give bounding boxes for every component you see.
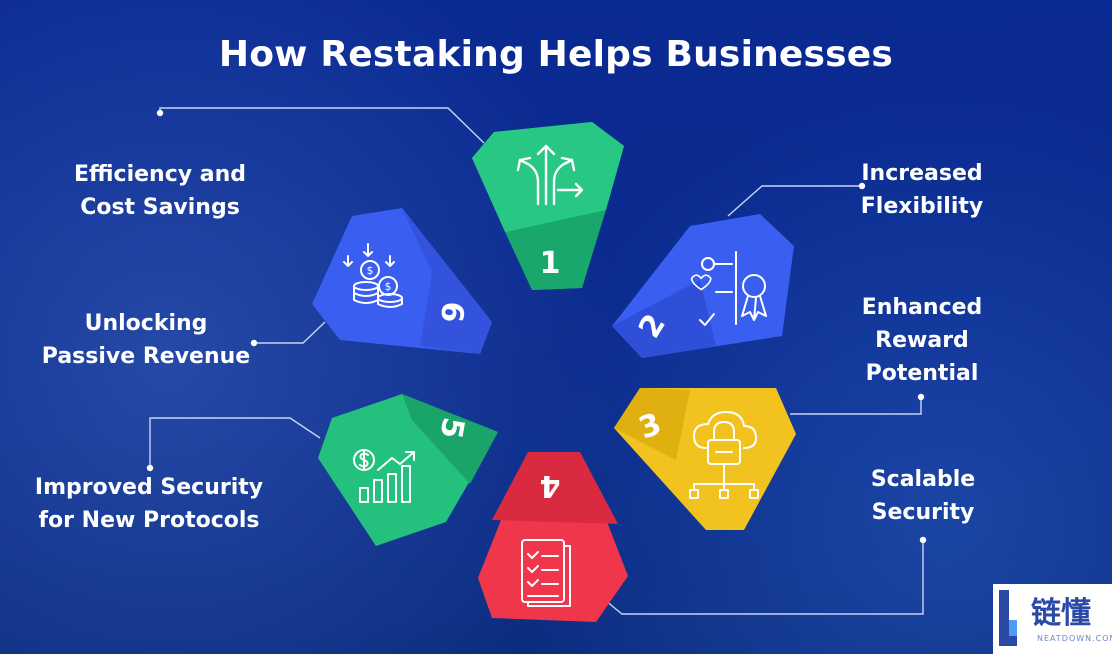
label-efficiency-line2: Cost Savings [80, 195, 240, 220]
settings-award-icon [690, 251, 767, 326]
page-title: How Restaking Helps Businesses [218, 34, 894, 75]
label-passive-revenue: Unlocking Passive Revenue [40, 307, 252, 373]
segment-2: 2 [612, 214, 794, 358]
split-arrows-icon [516, 144, 584, 206]
segment-4-number: 4 [540, 468, 561, 503]
connector-4 [599, 540, 924, 615]
segment-3: 3 [614, 388, 796, 530]
label-scalable-line1: Scalable [870, 467, 976, 492]
label-security-line1: Improved Security [34, 475, 264, 500]
label-reward-line2: Reward [875, 328, 969, 353]
segment-5: 5 [318, 394, 498, 546]
segment-1: 1 [472, 122, 624, 290]
label-security-line2: for New Protocols [38, 508, 260, 533]
connector-dots [146, 109, 927, 544]
label-passive-line2: Passive Revenue [41, 344, 251, 369]
connector-2 [727, 185, 862, 217]
logo-text: 链懂 [1031, 596, 1091, 631]
coins-stack-icon: $ $ [343, 243, 403, 308]
label-security: Improved Security for New Protocols [30, 471, 268, 537]
label-scalable: Scalable Security [852, 463, 994, 529]
svg-text:$: $ [385, 280, 392, 293]
connector-6 [254, 321, 326, 344]
connector-1 [159, 107, 485, 144]
neatdown-logo: 链懂 NEATDOWN.COM [993, 584, 1112, 654]
label-flexibility-line1: Increased [861, 161, 983, 186]
label-scalable-line2: Security [871, 500, 975, 525]
svg-text:$: $ [367, 264, 374, 277]
checklist-icon [521, 539, 571, 607]
connector-3 [790, 397, 922, 415]
label-reward-line3: Potential [865, 361, 979, 386]
logo-subtext: NEATDOWN.COM [1037, 634, 1112, 643]
label-reward: Enhanced Reward Potential [852, 291, 992, 390]
connector-5 [149, 417, 321, 468]
segment-6-number: 6 [433, 300, 470, 324]
label-efficiency: Efficiency and Cost Savings [60, 158, 260, 224]
growth-chart-icon [353, 449, 415, 503]
cloud-lock-network-icon [689, 411, 759, 499]
segment-1-number: 1 [540, 246, 561, 281]
segment-6: $ $ 6 [312, 208, 492, 354]
label-efficiency-line1: Efficiency and [73, 162, 247, 187]
label-flexibility-line2: Flexibility [860, 194, 984, 219]
logo-l-mark [999, 590, 1017, 646]
segment-4: 4 [478, 452, 628, 622]
label-passive-line1: Unlocking [84, 311, 208, 336]
label-reward-line1: Enhanced [861, 295, 983, 320]
label-flexibility: Increased Flexibility [852, 157, 992, 223]
